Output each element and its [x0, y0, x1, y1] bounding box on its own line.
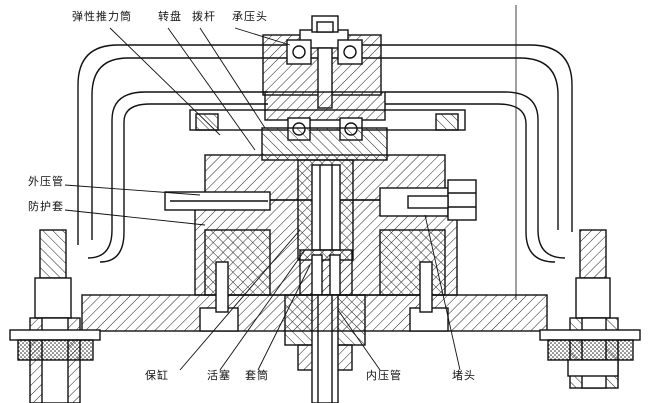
base-plate	[81, 294, 548, 332]
label-outer-pressure-pipe: 外压管	[28, 175, 64, 188]
label-lever: 拨杆	[192, 10, 216, 23]
label-protective-sleeve: 防护套	[28, 200, 64, 213]
label-turntable: 转盘	[158, 10, 182, 23]
left-fitting	[39, 229, 67, 279]
inner-frame-tube	[87, 91, 268, 259]
label-piston: 活塞	[207, 369, 231, 382]
label-sleeve: 套筒	[245, 369, 269, 382]
label-plug: 堵头	[452, 369, 476, 382]
label-cylinder: 保缸	[145, 369, 169, 382]
label-inner-pressure-pipe: 内压管	[366, 369, 402, 382]
right-fitting	[579, 229, 607, 279]
piston	[311, 164, 341, 251]
label-bearing-head: 承压头	[232, 10, 268, 23]
label-elastic-push-cylinder: 弹性推力筒	[72, 10, 132, 23]
